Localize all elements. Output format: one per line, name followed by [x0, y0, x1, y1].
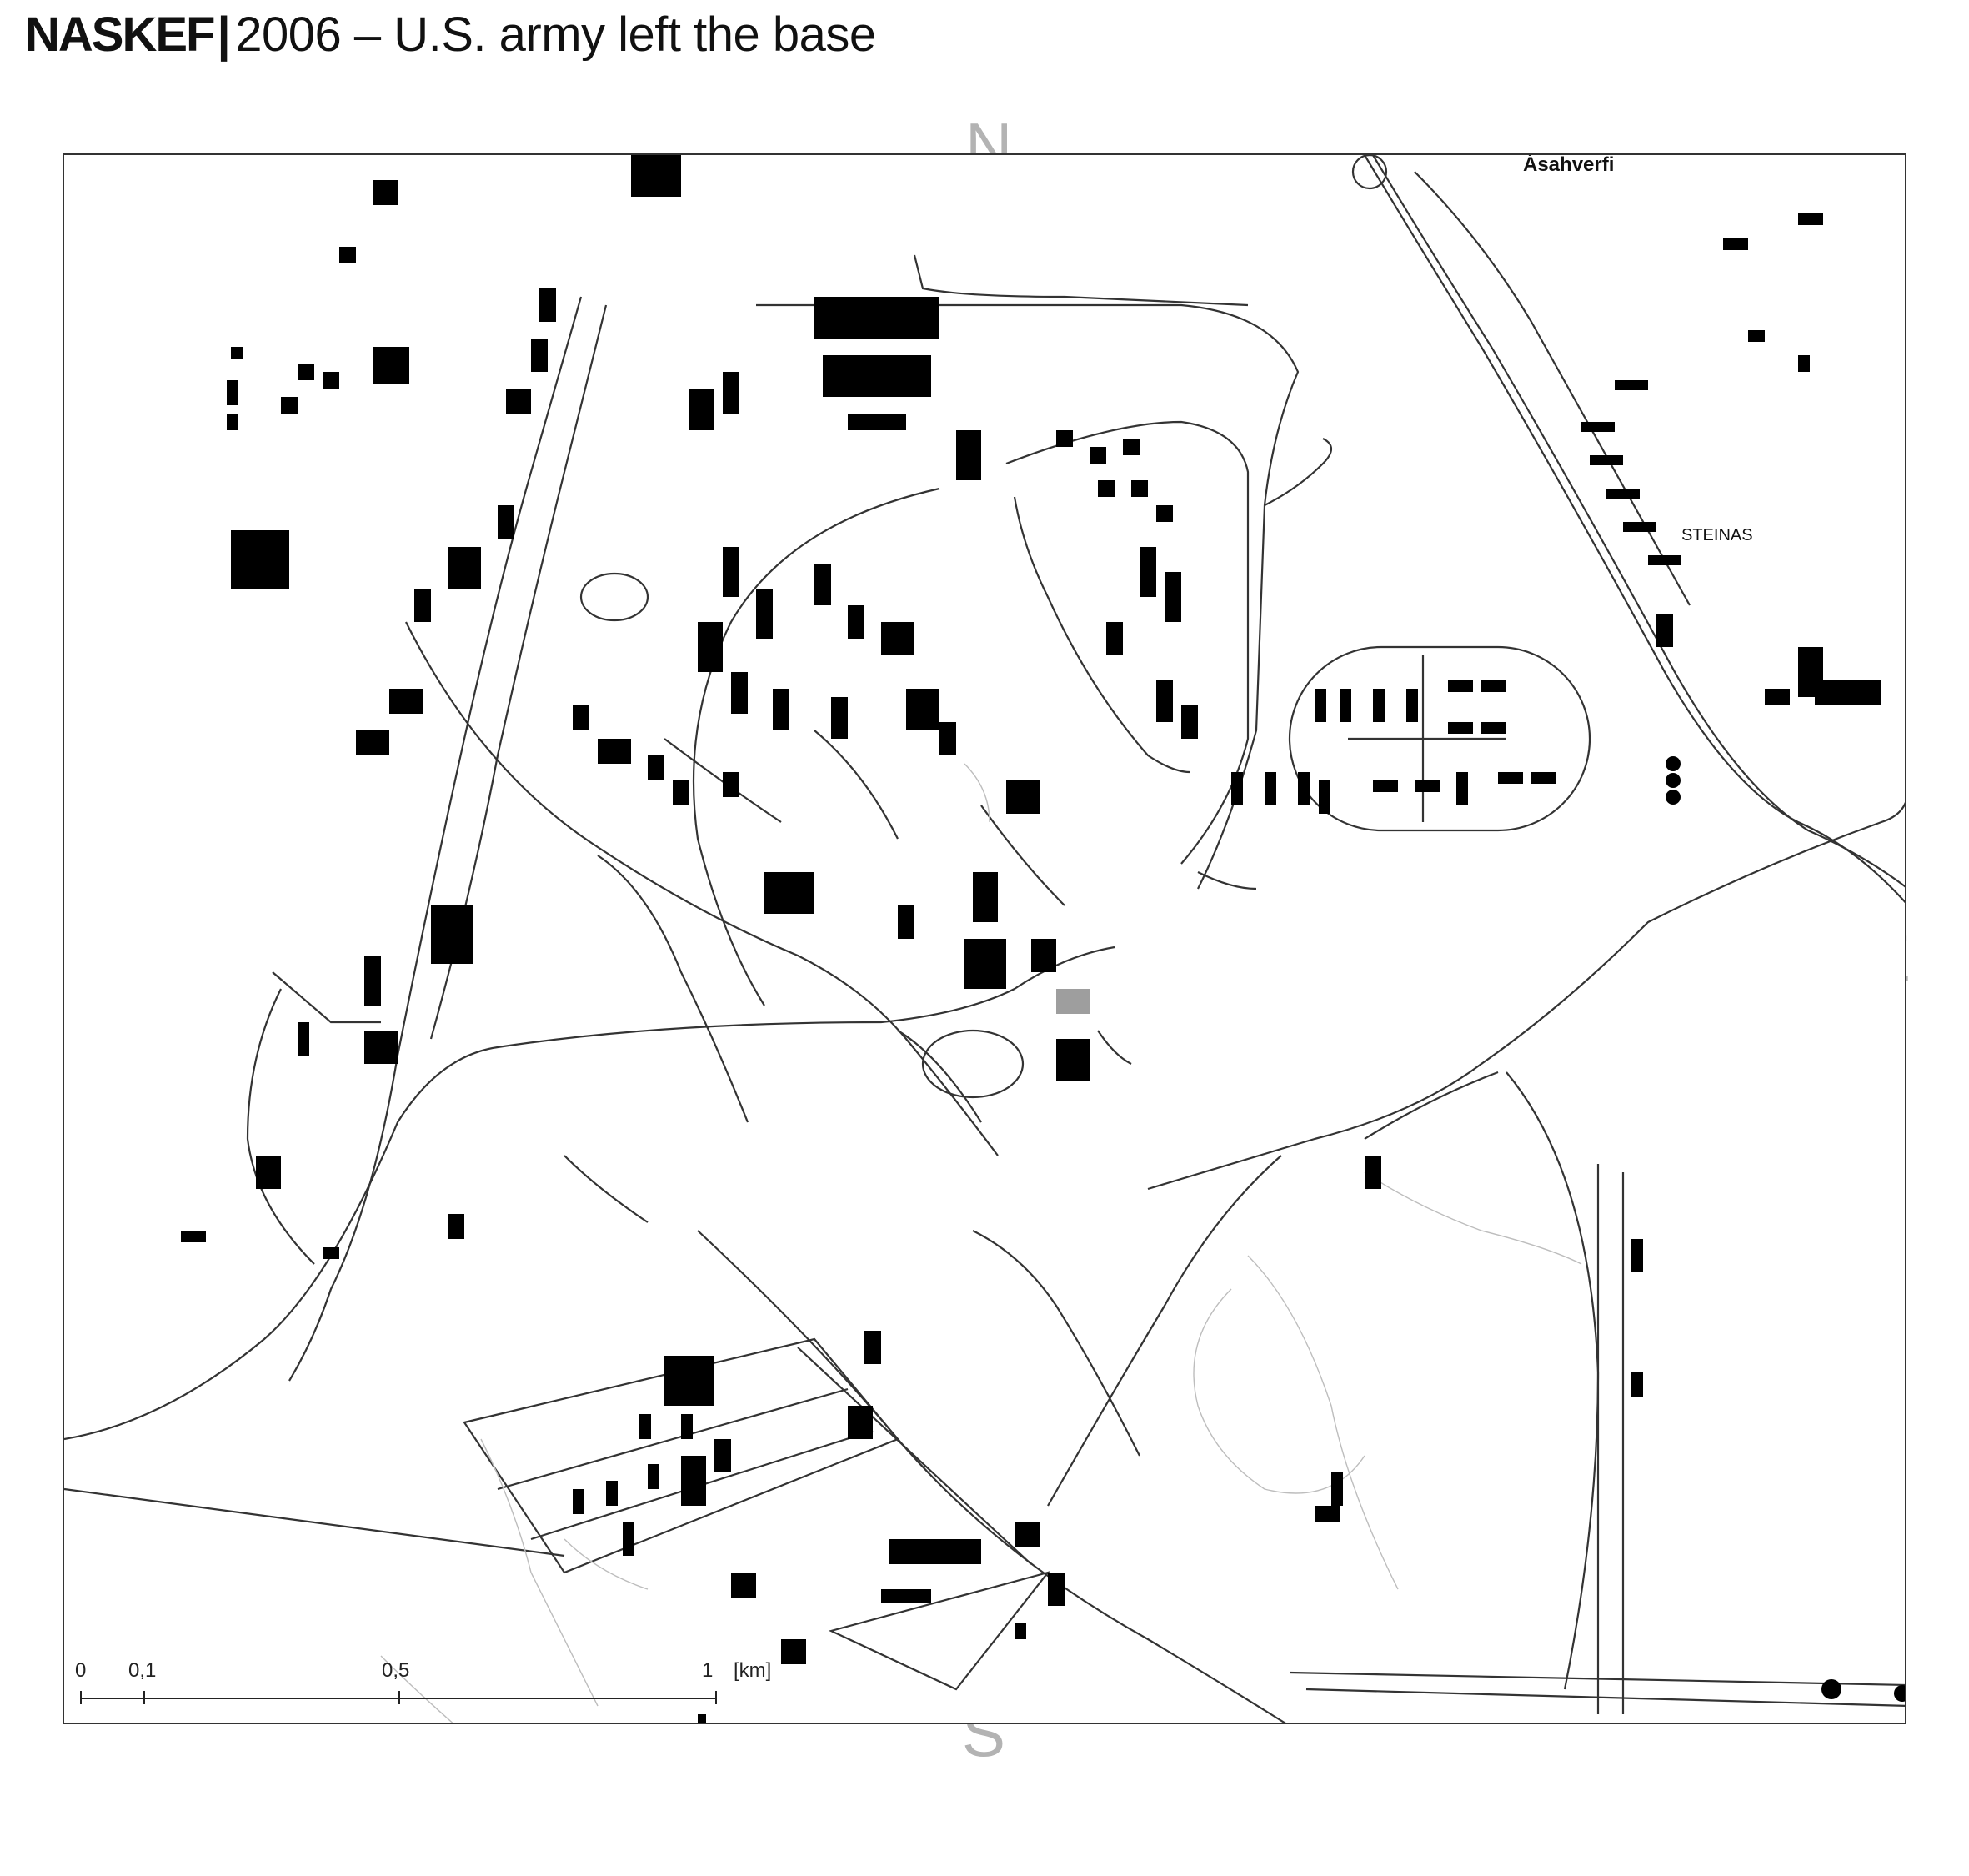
minor-paths: [380, 763, 1582, 1723]
scale-tick-1: [715, 1691, 717, 1704]
scale-bar: 0 0,1 0,5 1 [km]: [75, 1659, 771, 1709]
scale-label-0-5: 0,5: [382, 1659, 410, 1682]
title-separator: |: [217, 8, 231, 62]
map-title: NASKEF|2006 – U.S. army left the base: [25, 7, 876, 63]
scale-label-unit: [km]: [734, 1659, 772, 1682]
title-brand: NASKEF: [25, 8, 215, 62]
scale-tick-0: [80, 1691, 82, 1704]
scale-label-1: 1: [702, 1659, 714, 1682]
place-label-asahverfi: Ásahverfi: [1523, 153, 1615, 176]
base-map-drawing: [64, 155, 1905, 1723]
map-canvas[interactable]: Ásahverfi STEINAS: [63, 153, 1906, 1724]
scale-tick-0-1: [143, 1691, 145, 1704]
scale-tick-0-5: [398, 1691, 400, 1704]
highlight-building: [1056, 989, 1090, 1014]
scale-label-0: 0: [75, 1659, 87, 1682]
place-label-steinas: STEINAS: [1681, 526, 1753, 544]
scale-label-0-1: 0,1: [128, 1659, 157, 1682]
building-footprints: [181, 155, 1905, 1723]
road-network: [64, 155, 1905, 1723]
title-subtitle: 2006 – U.S. army left the base: [235, 8, 876, 62]
